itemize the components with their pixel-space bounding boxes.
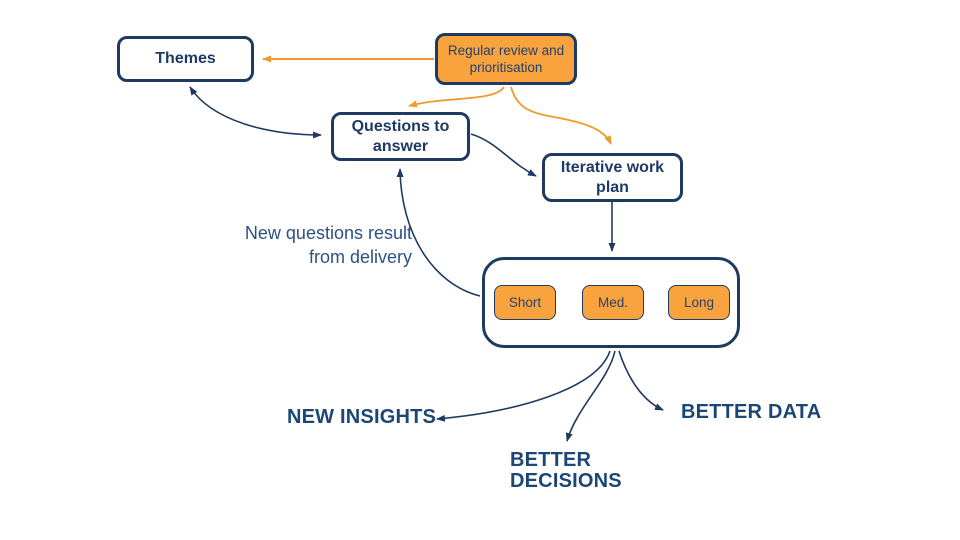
node-questions-to-answer: Questions to answer (331, 112, 470, 161)
annotation-new-questions: New questions result from delivery (180, 221, 412, 269)
node-iterative-work-plan: Iterative work plan (542, 153, 683, 202)
annotation-line-2: from delivery (308, 247, 412, 267)
node-themes-label: Themes (155, 50, 216, 67)
node-medium-term: Med. (582, 285, 644, 320)
arrow-delivery-to-questions (396, 168, 481, 297)
node-short-term-label: Short (508, 295, 542, 310)
node-questions-to-answer-label: Questions to answer (351, 117, 450, 155)
node-long-term-label: Long (683, 295, 715, 310)
arrow-themes-questions-bidirectional (189, 86, 322, 139)
arrow-review-to-questions (408, 86, 505, 108)
output-better-decisions: BETTER DECISIONS (510, 449, 622, 492)
output-new-insights: NEW INSIGHTS (287, 406, 437, 428)
node-short-term: Short (494, 285, 556, 320)
annotation-line-1: New questions result (244, 223, 412, 243)
arrow-review-to-iterative (510, 86, 612, 145)
arrow-plan-to-better-decisions (565, 350, 616, 442)
node-medium-term-label: Med. (597, 295, 628, 310)
node-iterative-work-plan-label: Iterative work plan (560, 158, 665, 196)
node-long-term: Long (668, 285, 730, 320)
arrow-questions-to-iterative (470, 133, 537, 177)
node-themes: Themes (117, 36, 254, 82)
arrow-plan-to-better-data (618, 350, 664, 411)
arrow-plan-to-new-insights (436, 350, 611, 422)
node-regular-review: Regular review and prioritisation (435, 33, 577, 85)
node-regular-review-label: Regular review and prioritisation (447, 43, 565, 75)
output-better-data: BETTER DATA (681, 401, 822, 423)
